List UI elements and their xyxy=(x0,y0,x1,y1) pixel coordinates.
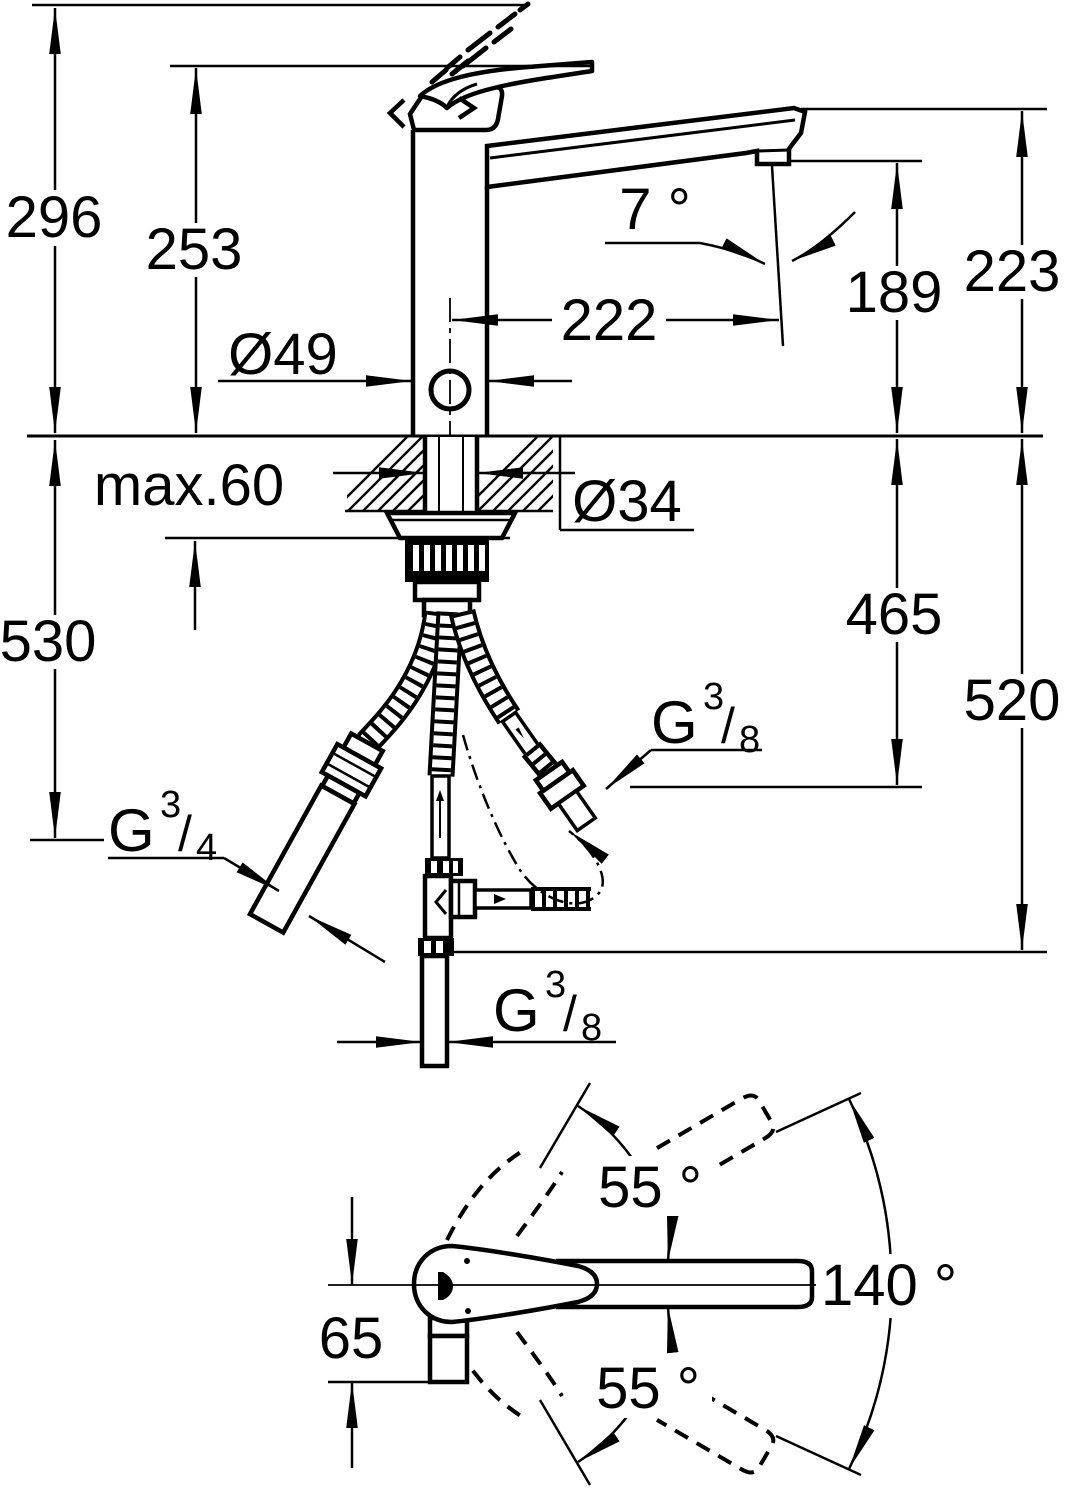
dim-label-530: 530 xyxy=(0,609,96,674)
arc-55-lower-b xyxy=(666,1306,679,1354)
dim-d49: Ø49 xyxy=(218,322,572,387)
shank-collar xyxy=(412,579,482,603)
arc-140-lower xyxy=(847,1312,893,1470)
dim-label-d49: Ø49 xyxy=(228,322,338,387)
g38-check-valve xyxy=(532,758,598,833)
g34-base: G xyxy=(108,797,155,864)
dim-label-max60: max.60 xyxy=(94,453,284,518)
aerator xyxy=(756,148,790,153)
g34-slash: / xyxy=(178,806,192,862)
dim-label-520: 520 xyxy=(964,668,1061,733)
mounting-hardware xyxy=(383,436,519,618)
dim-253: 253 xyxy=(138,68,250,433)
arc-140-upper xyxy=(847,1098,893,1263)
arc-55-upper-a xyxy=(577,1104,634,1159)
handle-mark xyxy=(438,1272,453,1300)
handle-top-view xyxy=(411,1243,600,1325)
dim-d34: Ø34 xyxy=(333,436,694,534)
dim-296: 296 xyxy=(0,8,108,433)
g38b-sup: 3 xyxy=(545,964,566,1006)
top-view: 65 55 ° 55 ° 140 ° xyxy=(319,1082,962,1486)
g34-fitting xyxy=(246,730,386,936)
dim-label-296: 296 xyxy=(6,185,103,250)
side-view: 296 253 Ø49 222 xyxy=(0,1,1069,1069)
lever-motion-chevron-left xyxy=(386,98,406,129)
dim-222: 222 xyxy=(452,288,779,353)
g34-valve-tube xyxy=(246,782,358,936)
dimensions-side: 296 253 Ø49 222 xyxy=(0,3,1069,1049)
g34-den: 4 xyxy=(196,827,217,869)
tee-fitting xyxy=(418,858,591,1069)
tee-outlet-tube xyxy=(419,953,450,1069)
dim-223: 223 xyxy=(955,111,1069,433)
radial-lower-55 xyxy=(538,1399,592,1486)
dim-label-253: 253 xyxy=(146,217,243,282)
dim-530: 530 xyxy=(0,440,100,838)
radial-lower-140 xyxy=(775,1434,862,1477)
hose-connect-path xyxy=(461,734,609,905)
radial-upper-140 xyxy=(775,1091,862,1134)
faucet-lever xyxy=(417,59,595,111)
dim-label-55-upper: 55 ° xyxy=(598,1155,702,1220)
g38b-base: G xyxy=(493,977,540,1044)
dim-65: 65 xyxy=(319,1197,430,1468)
hose-center xyxy=(427,611,464,860)
g34-sup: 3 xyxy=(160,784,181,826)
supply-hoses xyxy=(246,608,609,1069)
hose-left xyxy=(246,610,451,936)
g38s-base: G xyxy=(651,689,698,756)
mounting-nut xyxy=(405,538,489,582)
dim-label-223: 223 xyxy=(964,239,1061,304)
spout-outlet-stub xyxy=(427,1315,470,1385)
swivel-dashed-upper xyxy=(445,1093,776,1241)
spout xyxy=(484,105,808,190)
dim-7deg: 7 ° xyxy=(605,165,856,347)
label-g34: G 3 / 4 xyxy=(108,784,386,964)
swivel-dashed-lower xyxy=(445,1327,776,1475)
label-g38-bottom: G 3 / 8 xyxy=(337,964,616,1049)
dim-label-465: 465 xyxy=(846,582,943,647)
g38s-den: 8 xyxy=(739,719,760,761)
dim-label-65: 65 xyxy=(319,1306,384,1371)
arc-55-upper-b xyxy=(666,1214,679,1262)
dim-label-189: 189 xyxy=(846,260,943,325)
radial-upper-55 xyxy=(538,1082,592,1169)
g38s-slash: / xyxy=(721,698,735,754)
mounting-flange xyxy=(383,510,519,541)
dim-max60: max.60 xyxy=(94,453,284,630)
g38s-sup: 3 xyxy=(703,676,724,718)
dim-label-55-lower: 55 ° xyxy=(596,1356,700,1421)
angle-labels: 55 ° 55 ° 140 ° xyxy=(585,1155,962,1421)
dim-label-7deg: 7 ° xyxy=(619,177,691,242)
dim-label-d34: Ø34 xyxy=(572,469,682,534)
dim-label-222: 222 xyxy=(561,288,658,353)
faucet-body xyxy=(386,1,808,460)
spout-top-view xyxy=(556,1258,815,1310)
dim-189: 189 xyxy=(840,163,950,433)
lever-motion-chevron-right xyxy=(457,96,479,120)
dim-520: 520 xyxy=(955,439,1069,950)
label-g38-side: G 3 / 8 xyxy=(605,676,762,790)
dim-465: 465 xyxy=(840,439,950,785)
g38b-den: 8 xyxy=(581,1007,602,1049)
hose-right xyxy=(448,608,598,833)
g38b-slash: / xyxy=(563,986,577,1042)
dim-label-140: 140 ° xyxy=(821,1253,957,1318)
